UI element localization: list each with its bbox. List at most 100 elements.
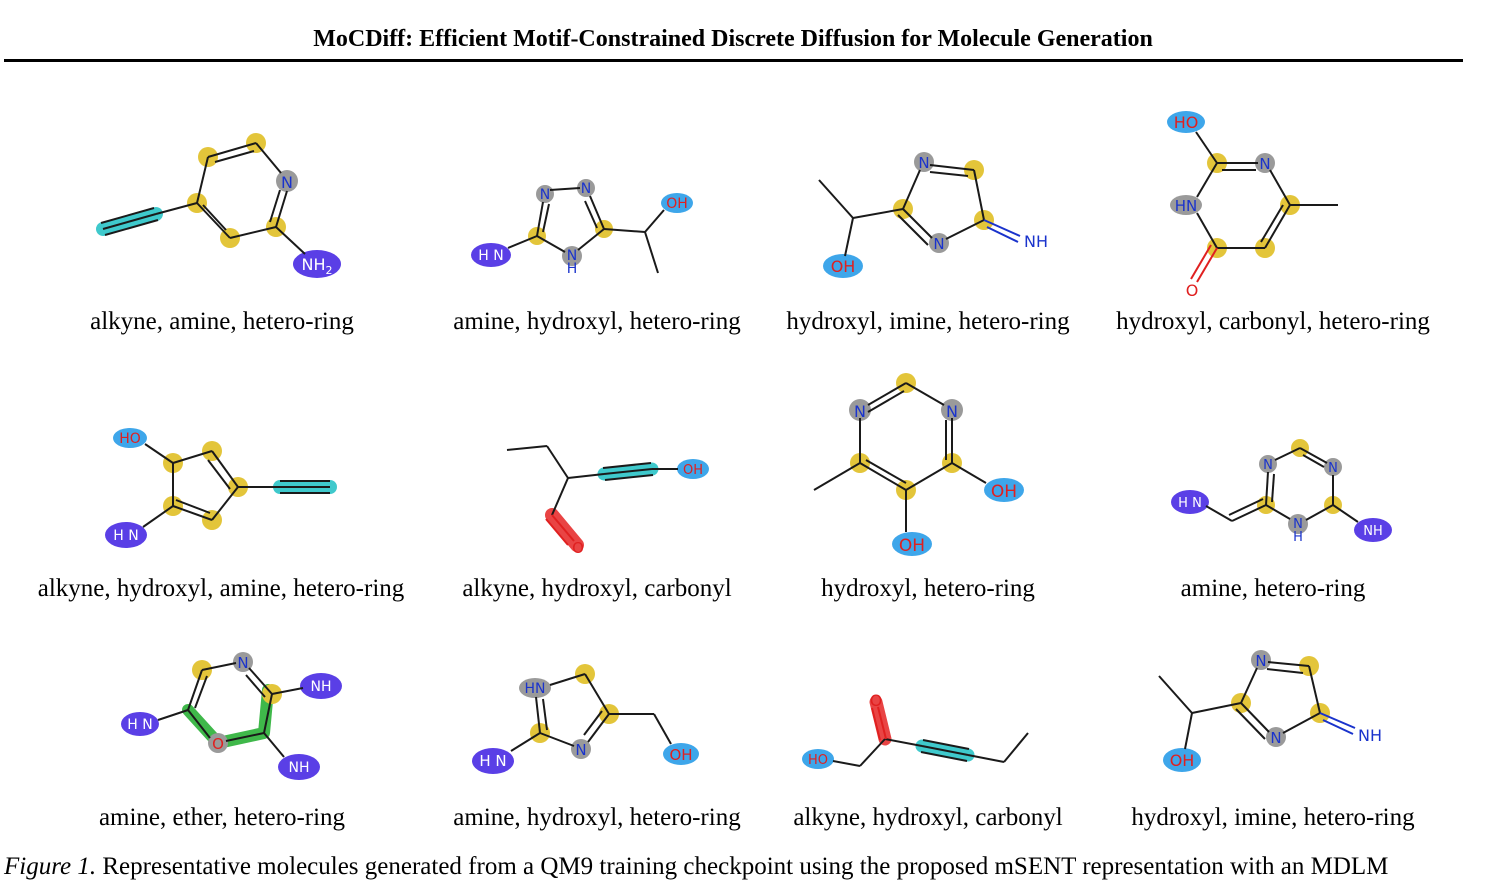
atom-label-oh: OH xyxy=(1170,751,1195,770)
ring-atom-highlight xyxy=(896,480,916,500)
amine-highlight xyxy=(1171,490,1209,514)
amine-highlight xyxy=(1354,518,1392,542)
atom-label-nh2: NH xyxy=(311,679,332,695)
hydroxyl-highlight xyxy=(984,478,1024,502)
ring-atom-highlight xyxy=(599,704,619,724)
atom-label-n: N xyxy=(854,402,866,421)
hydroxyl-highlight xyxy=(892,532,932,556)
ring-atom-highlight xyxy=(246,133,266,153)
atom-label-n: N xyxy=(1259,155,1270,173)
amine-highlight xyxy=(121,712,159,736)
molecule-12-label: hydroxyl, imine, hetero-ring xyxy=(1131,804,1415,831)
atom-label-h2n: H N xyxy=(1178,496,1202,511)
atom-label-ho: HO xyxy=(808,753,828,768)
atom-label-h2n: H N xyxy=(479,752,506,770)
atom-label-nh: NH xyxy=(1024,232,1048,251)
ring-atom-highlight xyxy=(202,510,222,530)
hydroxyl-highlight xyxy=(661,193,693,213)
ring-atom-highlight xyxy=(850,453,870,473)
ring-atom-highlight xyxy=(208,733,228,753)
ring-atom-highlight xyxy=(163,496,183,516)
figure-caption: Figure 1. Representative molecules gener… xyxy=(4,853,1388,881)
hydroxyl-highlight xyxy=(677,459,709,479)
molecule-5-label: alkyne, hydroxyl, amine, hetero-ring xyxy=(37,575,405,602)
amine-highlight xyxy=(293,250,341,278)
hydroxyl-highlight xyxy=(802,749,834,769)
molecule-1-highlights xyxy=(96,133,341,278)
atom-label-n: N xyxy=(567,248,577,264)
atom-label-oh: OH xyxy=(666,196,688,212)
ring-atom-highlight xyxy=(1291,439,1309,457)
ring-atom-highlight xyxy=(914,152,934,172)
atom-label-nh2: NH2 xyxy=(302,255,333,277)
molecule-10-label: amine, hydroxyl, hetero-ring xyxy=(453,804,741,831)
ring-atom-highlight xyxy=(1259,455,1277,473)
atom-label-h: H xyxy=(567,261,578,277)
atom-label-n: N xyxy=(281,173,293,192)
atom-label-ho: HO xyxy=(1174,113,1199,132)
ring-atom-highlight xyxy=(262,684,282,704)
amine-highlight xyxy=(105,522,147,548)
ring-atom-highlight xyxy=(562,246,582,266)
ring-atom-highlight xyxy=(187,193,207,213)
header-rule xyxy=(4,59,1463,62)
figure-caption-text: Representative molecules generated from … xyxy=(102,853,1389,880)
atom-label-n: N xyxy=(540,187,550,203)
atom-label-ho: HO xyxy=(119,431,141,447)
molecule-6-label: alkyne, hydroxyl, carbonyl xyxy=(462,575,732,602)
ring-atom-highlight xyxy=(202,441,222,461)
atom-label-hn: HN xyxy=(525,681,546,697)
molecule-2-label: amine, hydroxyl, hetero-ring xyxy=(453,308,741,335)
ring-atom-highlight xyxy=(1231,693,1251,713)
ring-atom-highlight xyxy=(893,199,913,219)
atom-label-n: N xyxy=(575,741,586,759)
amine-highlight xyxy=(300,673,342,699)
atom-label-n: N xyxy=(1263,458,1273,473)
ring-atom-highlight xyxy=(964,160,984,180)
atom-label-oh: OH xyxy=(683,463,703,478)
atom-label-n: N xyxy=(237,654,248,672)
figure-caption-number: Figure 1. xyxy=(4,853,97,880)
atom-label-o: O xyxy=(572,539,584,557)
hydroxyl-highlight xyxy=(663,743,699,765)
molecule-9-label: amine, ether, hetero-ring xyxy=(98,804,346,831)
atom-label-oh: OH xyxy=(991,482,1017,502)
ring-atom-highlight xyxy=(233,652,253,672)
hydroxyl-highlight xyxy=(1163,748,1201,772)
ring-atom-highlight xyxy=(192,660,212,680)
ring-atom-highlight xyxy=(163,453,183,473)
page-header-title: MoCDiff: Efficient Motif-Constrained Dis… xyxy=(313,26,1153,52)
atom-label-nh2: NH xyxy=(1363,524,1383,539)
ring-atom-highlight xyxy=(1251,650,1271,670)
ring-atom-highlight xyxy=(1257,496,1275,514)
molecule-11-label: alkyne, hydroxyl, carbonyl xyxy=(793,804,1063,831)
ring-atom-highlight xyxy=(530,723,550,743)
ring-atom-highlight xyxy=(942,453,962,473)
hydroxyl-highlight xyxy=(1167,111,1205,133)
amine-highlight xyxy=(471,243,511,267)
atom-label-oh: OH xyxy=(831,257,856,276)
ring-atom-highlight xyxy=(941,399,963,421)
ring-atom-highlight xyxy=(220,228,240,248)
carbonyl-highlight xyxy=(869,695,892,746)
ether-highlight xyxy=(182,684,274,749)
molecule-7-label: hydroxyl, hetero-ring xyxy=(821,575,1035,602)
ring-atom-highlight xyxy=(276,170,298,192)
molecule-1-label: alkyne, amine, hetero-ring xyxy=(90,308,354,335)
atom-label-h: H xyxy=(1293,530,1303,545)
atom-label-n: N xyxy=(1270,729,1281,747)
ring-atom-highlight xyxy=(1266,727,1286,747)
atom-label-nh2: NH xyxy=(289,760,310,776)
atom-label-h2n: H N xyxy=(127,717,152,733)
hydroxyl-highlight xyxy=(113,428,147,448)
molecule-3-label: hydroxyl, imine, hetero-ring xyxy=(786,308,1070,335)
ring-atom-highlight xyxy=(896,373,916,393)
